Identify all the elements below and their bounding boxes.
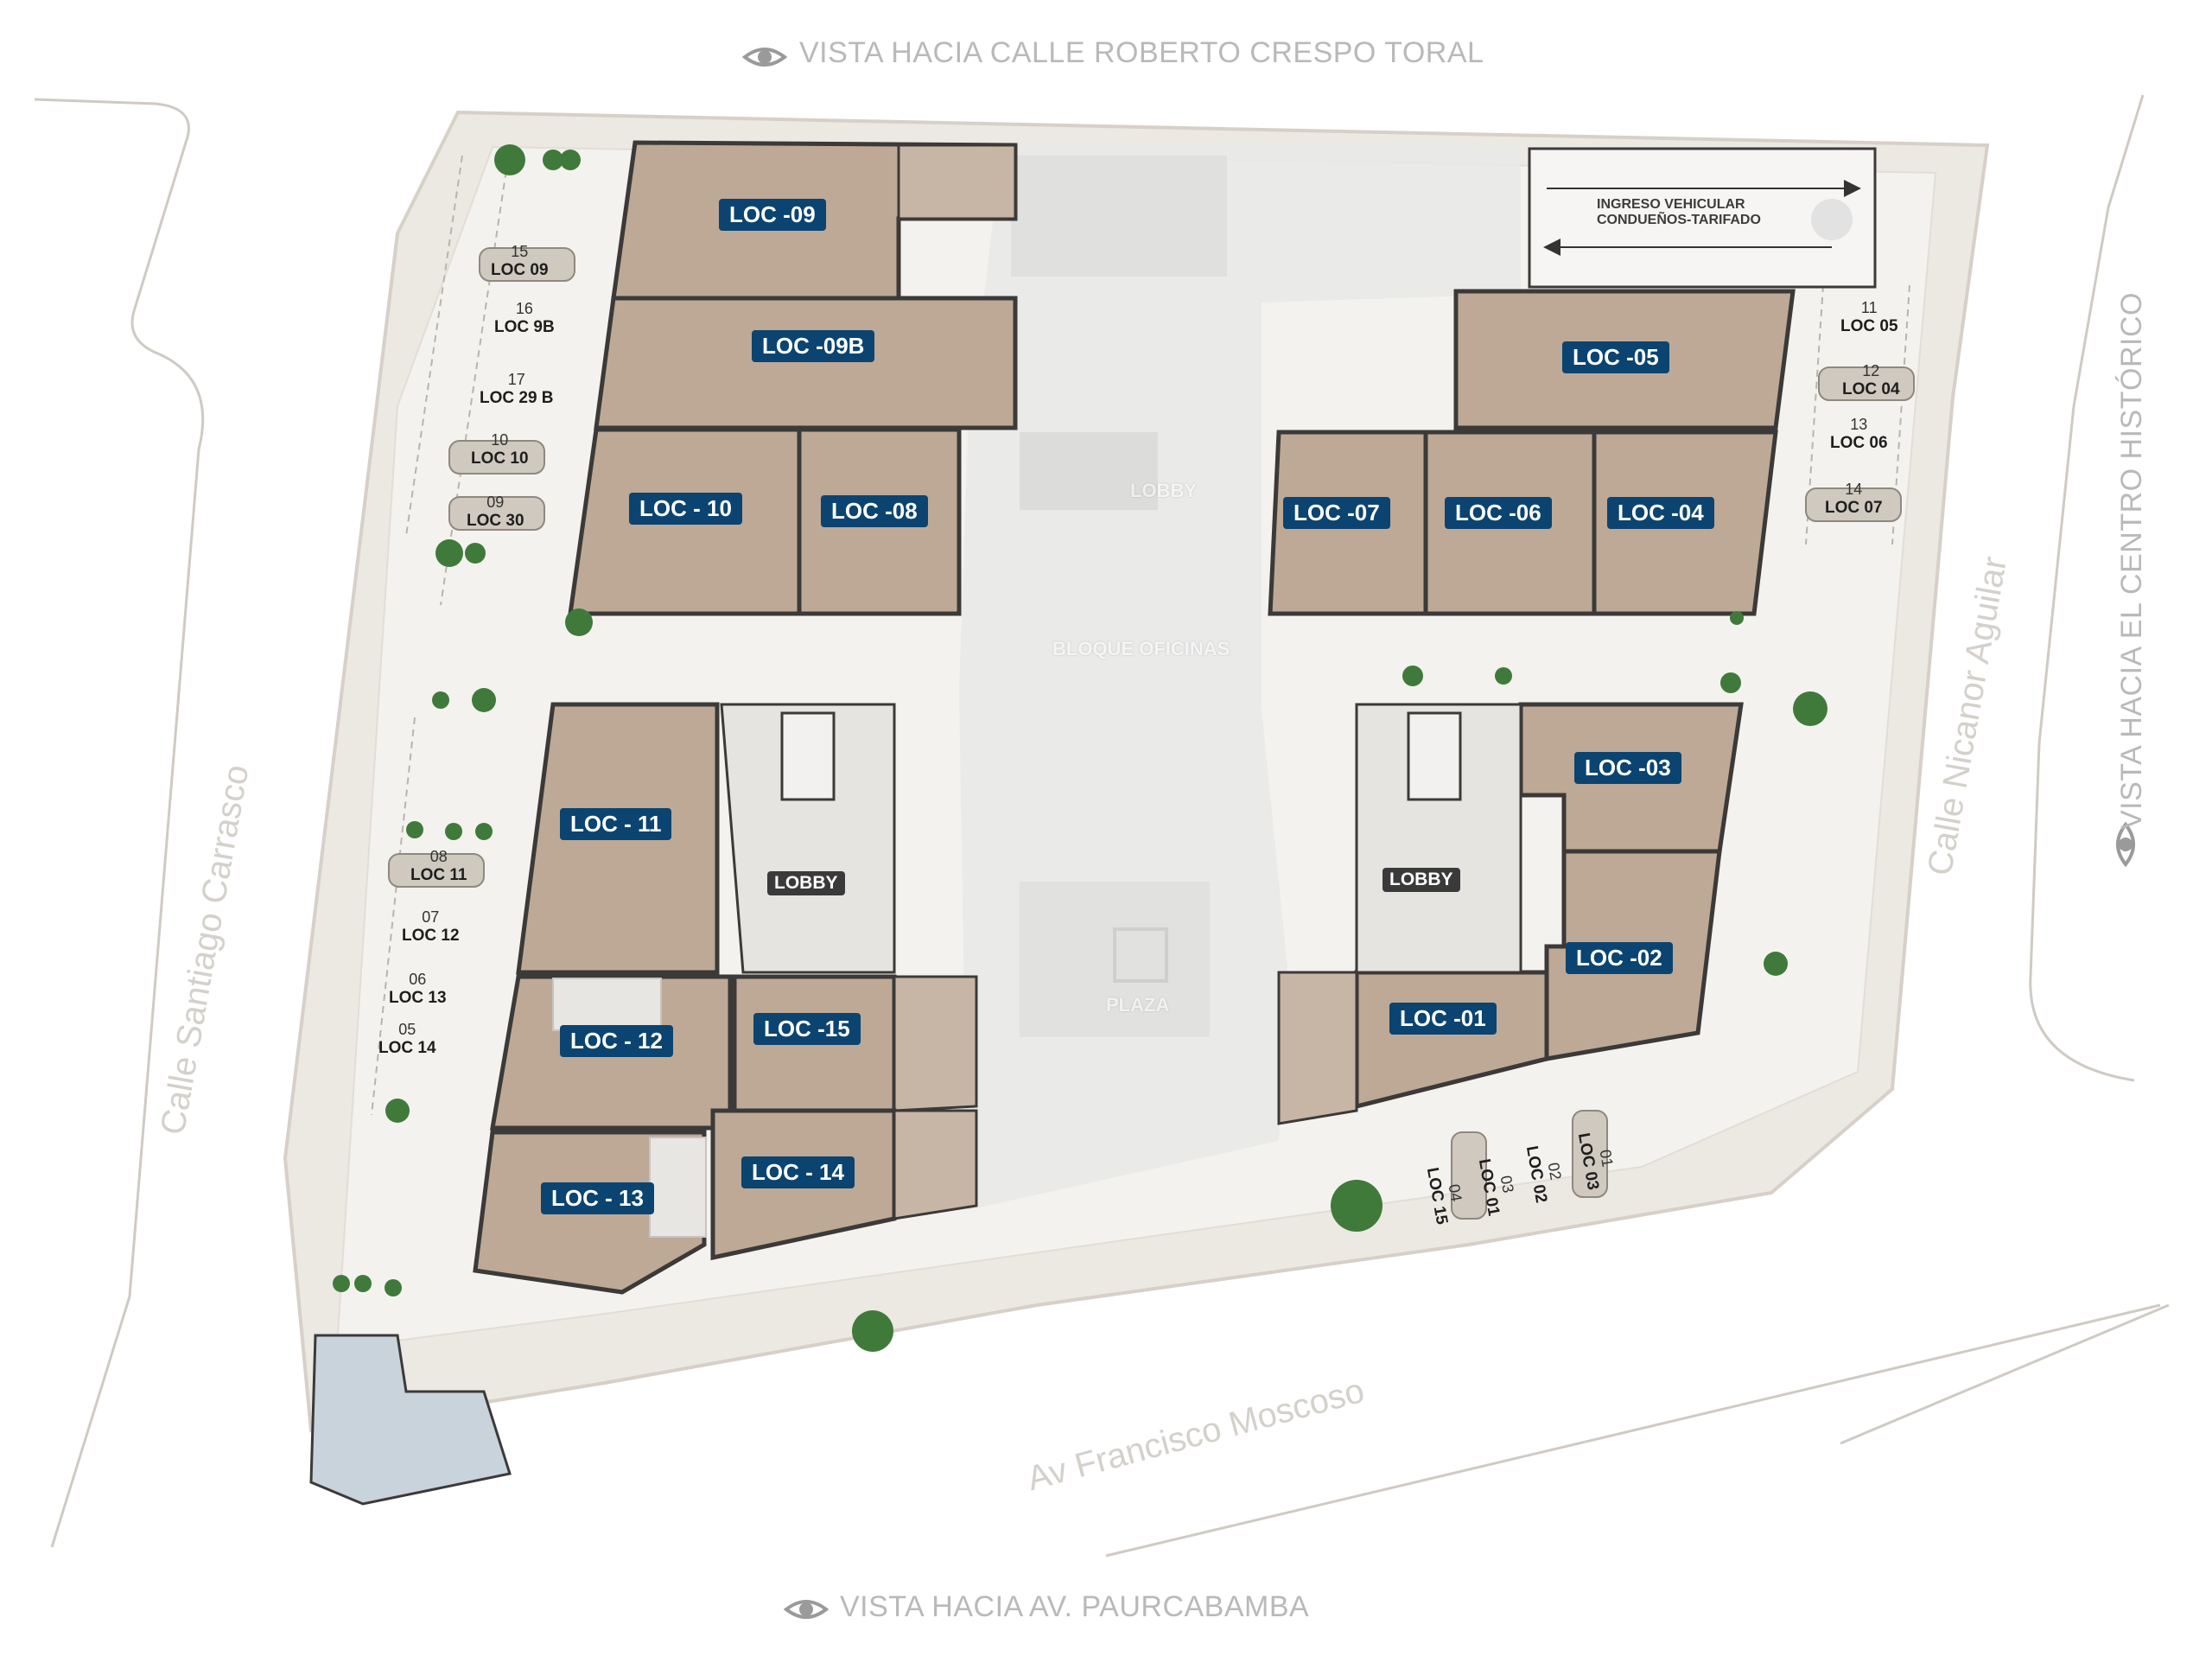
eye-icon bbox=[741, 48, 788, 67]
eye-icons bbox=[741, 48, 2135, 1619]
plaza-label: PLAZA bbox=[1106, 994, 1170, 1016]
lobby-center-label: LOBBY bbox=[1130, 480, 1197, 501]
loc-label-12[interactable]: LOC - 12 bbox=[560, 1025, 673, 1057]
loc-label-15[interactable]: LOC -15 bbox=[753, 1013, 861, 1045]
trees bbox=[333, 144, 1827, 1352]
lobby-right-label: LOBBY bbox=[1382, 868, 1460, 892]
parked-cars bbox=[388, 247, 1915, 1220]
view-label-top: VISTA HACIA CALLE ROBERTO CRESPO TORAL bbox=[799, 36, 1484, 69]
office-block-label: BLOQUE OFICINAS bbox=[1052, 638, 1230, 659]
unit-loc09b bbox=[594, 296, 1018, 430]
loc-label-09b[interactable]: LOC -09B bbox=[752, 330, 875, 362]
loc-label-04[interactable]: LOC -04 bbox=[1607, 497, 1714, 529]
loc-label-08[interactable]: LOC -08 bbox=[821, 495, 928, 527]
loc-label-02[interactable]: LOC -02 bbox=[1566, 942, 1673, 974]
vehicle-entrance-line2: CONDUEÑOS-TARIFADO bbox=[1597, 213, 1761, 227]
central-plaza bbox=[959, 143, 1521, 1210]
building-cores bbox=[720, 703, 1522, 974]
loc-label-03[interactable]: LOC -03 bbox=[1574, 752, 1681, 784]
vehicle-entrance bbox=[1528, 147, 1877, 289]
eye-icon bbox=[783, 1600, 830, 1619]
vehicle-entrance-label: INGRESO VEHICULAR CONDUEÑOS-TARIFADO bbox=[1597, 197, 1761, 228]
loc-label-09[interactable]: LOC -09 bbox=[719, 199, 826, 231]
loc-label-06[interactable]: LOC -06 bbox=[1445, 497, 1552, 529]
loc-label-01[interactable]: LOC -01 bbox=[1389, 1003, 1497, 1035]
eye-icon bbox=[2116, 821, 2135, 868]
pool bbox=[309, 1334, 512, 1506]
vehicle-entrance-line1: INGRESO VEHICULAR bbox=[1597, 197, 1745, 212]
lobby-left-label: LOBBY bbox=[767, 871, 845, 895]
loc-label-07[interactable]: LOC -07 bbox=[1283, 497, 1390, 529]
loc-label-11[interactable]: LOC - 11 bbox=[560, 808, 672, 840]
loc-label-14[interactable]: LOC - 14 bbox=[741, 1156, 855, 1188]
parking-strip-left bbox=[371, 146, 511, 1116]
loc-label-05[interactable]: LOC -05 bbox=[1562, 341, 1669, 373]
view-label-right: VISTA HACIA EL CENTRO HISTÓRICO bbox=[2115, 292, 2148, 830]
loc-label-13[interactable]: LOC - 13 bbox=[541, 1182, 654, 1214]
view-label-bottom: VISTA HACIA AV. PAURCABAMBA bbox=[840, 1590, 1310, 1623]
street-curbs bbox=[34, 94, 2170, 1558]
loc-label-10[interactable]: LOC - 10 bbox=[629, 493, 742, 525]
